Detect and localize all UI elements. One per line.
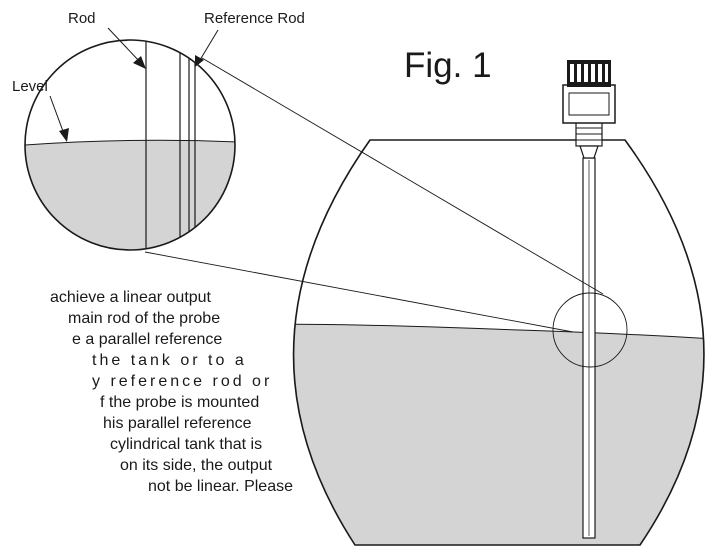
body-text-line: cylindrical tank that is [110,436,263,453]
rod-label: Rod [68,10,96,27]
figure-label: Fig. 1 [404,46,492,85]
level-label: Level [12,78,48,95]
inset-circle [24,39,236,251]
liquid-surface-line [293,323,704,343]
level-probe [562,60,616,539]
magnified-inset [24,39,236,251]
body-text-line: the tank or to a [92,352,247,369]
body-text-line: not be linear. Please [148,478,293,495]
reference-rod-label: Reference Rod [204,10,305,27]
probe-nozzle [579,145,599,159]
label-leaders [49,27,219,142]
tank-outline [292,139,705,546]
reference-rod-leader [199,29,219,61]
body-text-line: achieve a linear output [50,289,211,306]
body-text-line: his parallel reference [103,415,252,432]
rod-arrowhead [133,56,146,69]
zoom-region [144,57,628,368]
reference-rod-arrowhead [195,55,204,67]
body-text-line: main rod of the probe [68,310,221,327]
zoom-line-top [201,57,604,295]
zoom-circle [552,292,628,368]
level-leader [49,95,65,135]
zoom-line-bottom [144,251,574,333]
rod-leader [107,27,141,63]
body-text-line: e a parallel reference [72,331,223,348]
body-text: achieve a linear output main rod of the … [0,287,322,551]
tank [292,139,705,546]
body-text-line: y reference rod or [92,373,273,390]
inset-liquid [25,140,235,250]
probe-cap [567,60,611,87]
tank-liquid [293,324,704,545]
body-text-line: f the probe is mounted [100,394,260,411]
body-text-line: on its side, the output [120,457,273,474]
inset-surface-line [25,139,235,148]
level-arrowhead [59,128,69,142]
